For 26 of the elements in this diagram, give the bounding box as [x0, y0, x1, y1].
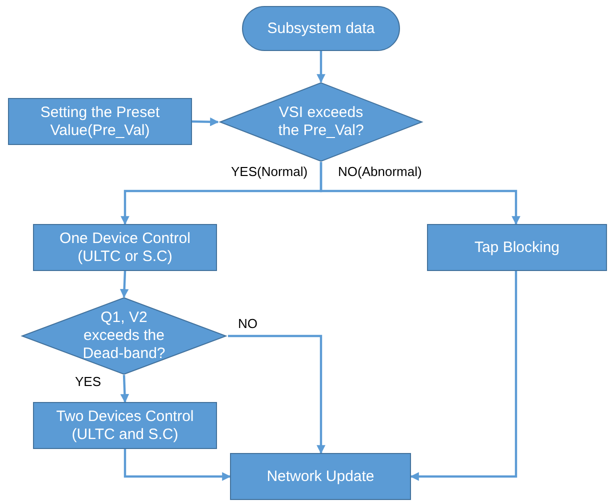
process-box: [230, 453, 411, 500]
node-label: VSI exceeds the Pre_Val?: [277, 104, 365, 140]
arrow: [320, 162, 520, 225]
node-label: Tap Blocking: [474, 238, 560, 256]
node-label: Subsystem data: [267, 20, 375, 38]
process-box: [33, 402, 217, 449]
arrow: [228, 334, 326, 454]
arrow: [192, 117, 219, 126]
arrow: [120, 374, 130, 403]
arrow: [120, 270, 129, 298]
edge-label: YES: [74, 374, 102, 389]
arrow: [316, 51, 326, 83]
arrow: [410, 271, 518, 481]
node-label: Setting the Preset Value(Pre_Val): [39, 104, 161, 140]
edge-label: NO(Abnormal): [337, 164, 423, 179]
edge-label: NO: [237, 316, 258, 331]
process-box: [33, 224, 217, 271]
process-box: [427, 224, 607, 271]
edge-label: YES(Normal): [230, 164, 309, 179]
node-label: One Device Control (ULTC or S.C): [58, 230, 192, 266]
terminal-pill: [242, 6, 400, 51]
process-box: [8, 98, 192, 145]
arrow: [124, 449, 231, 481]
node-label: Network Update: [266, 468, 374, 486]
node-label: Q1, V2 exceeds the Dead-band?: [82, 309, 166, 363]
node-label: Two Devices Control (ULTC and S.C): [55, 408, 195, 444]
